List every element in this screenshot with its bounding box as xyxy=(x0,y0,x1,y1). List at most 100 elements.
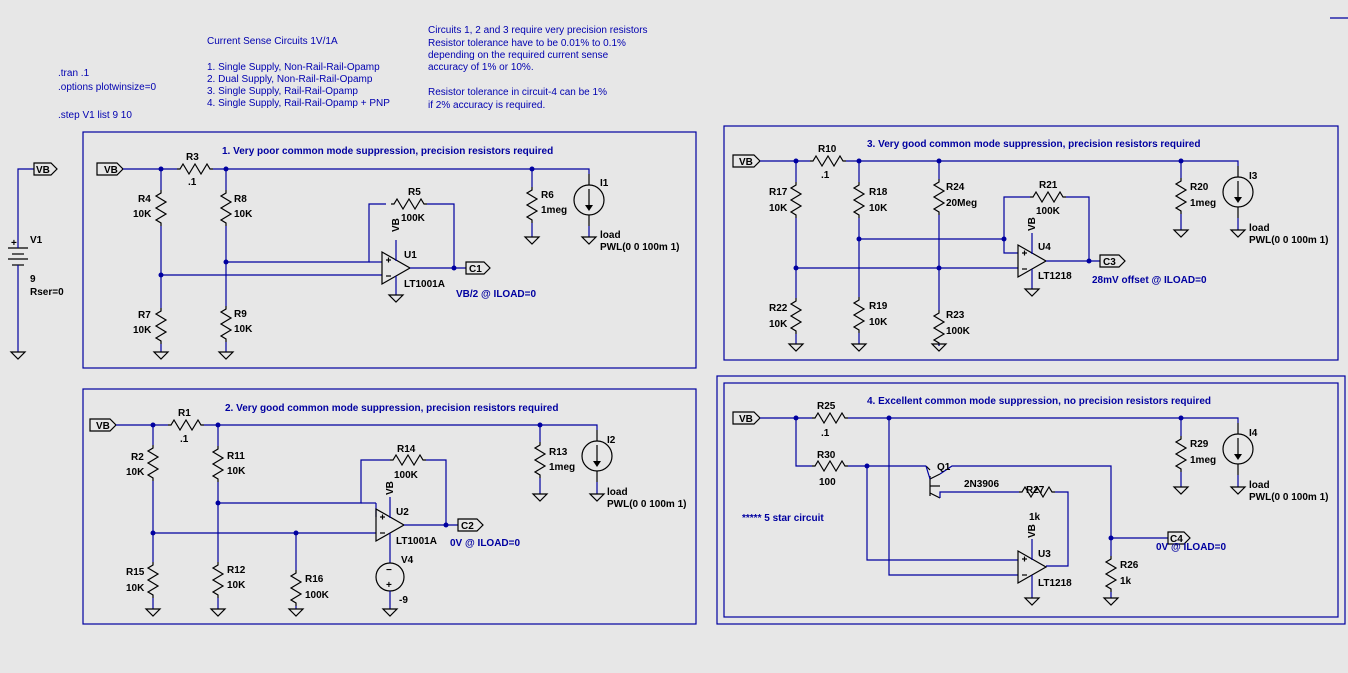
svg-text:10K: 10K xyxy=(227,580,246,591)
svg-text:U3: U3 xyxy=(1038,549,1051,560)
circuit-4-title: 4. Excellent common mode suppression, no… xyxy=(867,396,1211,407)
resistor-r3[interactable] xyxy=(176,163,214,175)
resistor-r7[interactable] xyxy=(155,307,167,345)
circuit-list-item: 4. Single Supply, Rail-Rail-Opamp + PNP xyxy=(207,98,390,109)
svg-text:1k: 1k xyxy=(1120,576,1132,587)
circuit-2-frame xyxy=(82,388,697,625)
svg-text:10K: 10K xyxy=(869,317,888,328)
circuit-4-note: 0V @ ILOAD=0 xyxy=(1156,542,1226,553)
svg-text:R5: R5 xyxy=(408,187,421,198)
r3-value: .1 xyxy=(188,177,197,188)
resistor-r6[interactable] xyxy=(526,186,538,224)
svg-text:100: 100 xyxy=(819,477,836,488)
resistor-r24[interactable] xyxy=(933,178,945,216)
resistor-r5[interactable] xyxy=(390,198,428,210)
svg-text:.1: .1 xyxy=(821,428,830,439)
resistor-r2[interactable] xyxy=(147,444,159,482)
svg-text:R14: R14 xyxy=(397,444,416,455)
svg-text:R13: R13 xyxy=(549,447,568,458)
svg-text:PWL(0 0 100m 1): PWL(0 0 100m 1) xyxy=(600,242,679,253)
five-star-comment: ***** 5 star circuit xyxy=(742,513,824,524)
directive-tran: .tran .1 xyxy=(58,68,90,79)
svg-text:PWL(0 0 100m 1): PWL(0 0 100m 1) xyxy=(607,499,686,510)
svg-text:R17: R17 xyxy=(769,187,788,198)
v1-rser: Rser=0 xyxy=(30,287,64,298)
note-line: Resistor tolerance have to be 0.01% to 0… xyxy=(428,38,626,49)
svg-text:VB: VB xyxy=(385,481,396,495)
svg-text:I4: I4 xyxy=(1249,428,1258,439)
svg-text:R1: R1 xyxy=(178,408,191,419)
resistor-r22[interactable] xyxy=(790,297,802,335)
supply-v1[interactable]: VB + V1 9 Rser=0 xyxy=(8,162,64,360)
svg-text:U1: U1 xyxy=(404,250,417,261)
svg-text:R22: R22 xyxy=(769,303,788,314)
resistor-r14[interactable] xyxy=(389,454,427,466)
svg-text:100K: 100K xyxy=(401,213,426,224)
svg-text:+: + xyxy=(11,238,17,249)
resistor-r9[interactable] xyxy=(220,305,232,343)
svg-text:1meg: 1meg xyxy=(549,462,575,473)
circuit-4-frame-outer xyxy=(716,375,1346,625)
tolerance-notes: Circuits 1, 2 and 3 require very precisi… xyxy=(428,25,648,111)
resistor-r16[interactable] xyxy=(290,569,302,607)
svg-text:R15: R15 xyxy=(126,567,145,578)
resistor-r12[interactable] xyxy=(212,561,224,599)
resistor-r8[interactable] xyxy=(220,189,232,227)
resistor-r23[interactable] xyxy=(933,309,945,347)
svg-text:load: load xyxy=(607,487,628,498)
svg-text:LT1218: LT1218 xyxy=(1038,271,1072,282)
svg-text:load: load xyxy=(600,230,621,241)
resistor-r10[interactable] xyxy=(809,155,847,167)
resistor-r4[interactable] xyxy=(155,189,167,227)
svg-text:10K: 10K xyxy=(133,325,152,336)
directive-step: .step V1 list 9 10 xyxy=(58,110,132,121)
resistor-r11[interactable] xyxy=(212,445,224,483)
circuit-3-note: 28mV offset @ ILOAD=0 xyxy=(1092,275,1207,286)
circuit-list-item: 3. Single Supply, Rail-Rail-Opamp xyxy=(207,86,358,97)
resistor-r1[interactable] xyxy=(167,419,205,431)
net-label-vb: VB xyxy=(104,165,118,176)
svg-text:load: load xyxy=(1249,223,1270,234)
circuit-3-title: 3. Very good common mode suppression, pr… xyxy=(867,139,1200,150)
transistor-q1[interactable] xyxy=(925,465,1112,538)
circuit-1-note: VB/2 @ ILOAD=0 xyxy=(456,289,536,300)
resistor-r29[interactable] xyxy=(1175,435,1187,473)
svg-text:R27: R27 xyxy=(1026,485,1045,496)
circuit-list-comment: Current Sense Circuits 1V/1A 1. Single S… xyxy=(207,36,390,109)
circuit-list-item: 2. Dual Supply, Non-Rail-Rail-Opamp xyxy=(207,74,373,85)
resistor-r17[interactable] xyxy=(790,181,802,219)
svg-text:VB: VB xyxy=(1027,217,1038,231)
svg-text:10K: 10K xyxy=(126,583,145,594)
svg-text:R9: R9 xyxy=(234,309,247,320)
resistor-r26[interactable] xyxy=(1105,555,1117,593)
net-label-vb: VB xyxy=(36,165,50,176)
svg-text:10K: 10K xyxy=(769,203,788,214)
circuit-3: 3. Very good common mode suppression, pr… xyxy=(723,125,1339,361)
note-line: Circuits 1, 2 and 3 require very precisi… xyxy=(428,25,648,36)
resistor-r13[interactable] xyxy=(534,441,546,479)
svg-text:V4: V4 xyxy=(401,555,414,566)
resistor-r30[interactable] xyxy=(811,460,849,472)
resistor-r20[interactable] xyxy=(1175,177,1187,215)
v1-value: 9 xyxy=(30,274,36,285)
resistor-r18[interactable] xyxy=(853,181,865,219)
resistor-r15[interactable] xyxy=(147,561,159,599)
svg-text:10K: 10K xyxy=(133,209,152,220)
svg-text:R20: R20 xyxy=(1190,182,1209,193)
svg-text:U4: U4 xyxy=(1038,242,1051,253)
svg-text:C4: C4 xyxy=(1170,534,1183,545)
note-line: Resistor tolerance in circuit-4 can be 1… xyxy=(428,87,607,98)
comment-title: Current Sense Circuits 1V/1A xyxy=(207,36,338,47)
directive-options: .options plotwinsize=0 xyxy=(58,82,157,93)
svg-text:VB: VB xyxy=(391,218,402,232)
svg-text:.1: .1 xyxy=(180,434,189,445)
svg-text:10K: 10K xyxy=(769,319,788,330)
resistor-r21[interactable] xyxy=(1029,191,1067,203)
svg-text:VB: VB xyxy=(739,414,753,425)
resistor-r19[interactable] xyxy=(853,296,865,334)
svg-text:load: load xyxy=(1249,480,1270,491)
svg-text:100K: 100K xyxy=(305,590,330,601)
resistor-r25[interactable] xyxy=(811,412,849,424)
note-line: if 2% accuracy is required. xyxy=(428,100,545,111)
net-label-c1: C1 xyxy=(469,264,482,275)
